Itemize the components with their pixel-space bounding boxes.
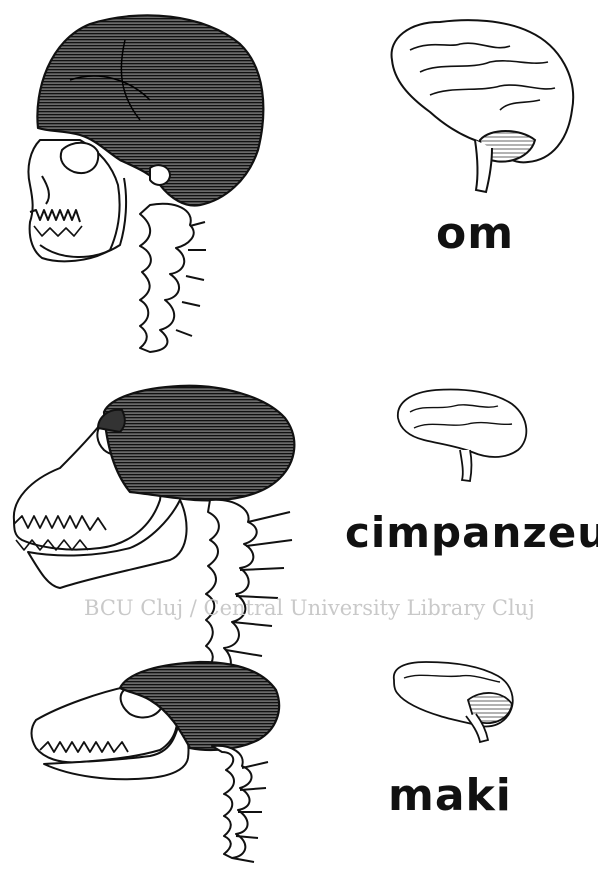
chimpanzee-cervical-spine [206,500,257,676]
human-orbit [61,143,98,173]
chimpanzee-cranium [104,386,294,501]
lemur-skull-figure [32,662,280,862]
human-brain-figure [392,20,574,192]
human-brainstem [475,140,492,192]
chimpanzee-brainstem [460,450,472,481]
library-watermark: BCU Cluj / Central University Library Cl… [84,596,535,620]
label-lemur: maki [388,770,512,821]
chimpanzee-brain-figure [398,390,527,481]
human-skull-figure [28,15,263,352]
lemur-cervical-spine [212,746,252,858]
lemur-brain-figure [394,662,513,742]
label-human: om [436,208,514,259]
human-cervical-spine [140,204,194,352]
chimpanzee-brain-outline [398,390,527,457]
label-chimpanzee: cimpanzeu [345,508,598,557]
chimpanzee-skull-figure [14,386,295,676]
